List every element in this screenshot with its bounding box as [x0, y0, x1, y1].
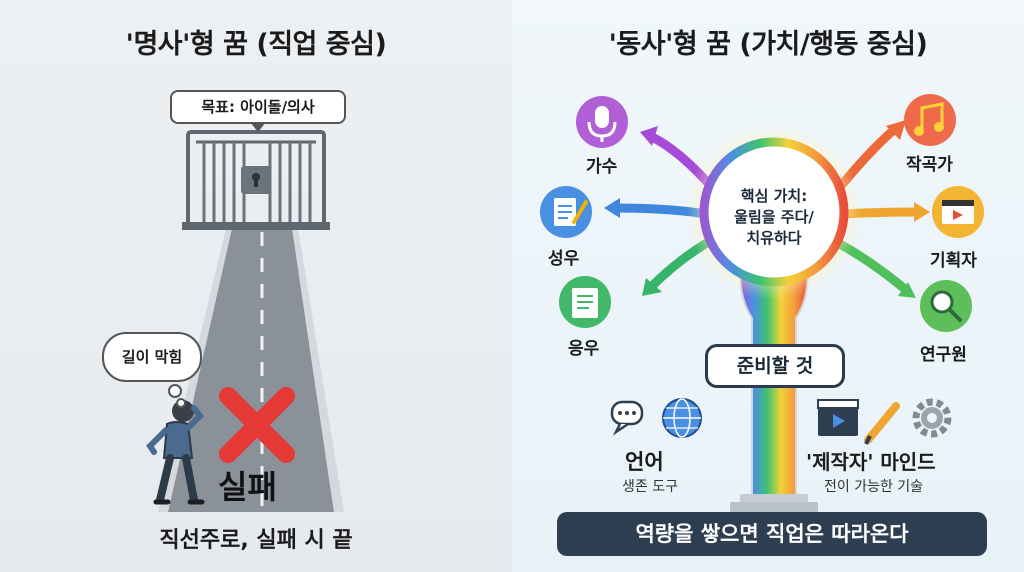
- goal-bubble: 목표: 아이돌/의사: [170, 90, 346, 132]
- career-label-applied: 응우: [568, 339, 600, 359]
- core-line: 핵심 가치:: [740, 187, 808, 205]
- left-illustration: [146, 130, 344, 512]
- thought-dot: [168, 384, 182, 398]
- language-title: 언어: [625, 450, 664, 474]
- arrowheads: [604, 120, 930, 298]
- core-line: 치유하다: [746, 229, 802, 247]
- chat-bubble-icon: [610, 400, 644, 436]
- left-panel-noun-dream: '명사'형 꿈 (직업 중심) 목표: 아이: [0, 0, 512, 572]
- clapperboard-icon: [817, 399, 859, 436]
- thought-cloud: 길이 막힘: [102, 332, 202, 382]
- locked-gate: [182, 130, 330, 230]
- script-pen-icon: [540, 186, 592, 238]
- left-caption: 직선주로, 실패 시 끝: [159, 528, 353, 553]
- road: [168, 228, 334, 512]
- language-subtitle: 생존 도구: [622, 479, 678, 495]
- thought-dot: [176, 398, 186, 408]
- rainbow-pole: [730, 271, 818, 512]
- core-value-text: 핵심 가치: 울림을 주다/ 치유하다: [709, 186, 839, 249]
- magnifier-icon: [920, 280, 972, 332]
- fail-label: 실패: [218, 468, 277, 506]
- microphone-icon: [576, 96, 628, 148]
- career-label-planner: 기획자: [930, 251, 977, 271]
- globe-icon: [662, 398, 702, 438]
- mindset-title: '제작자' 마인드: [806, 450, 936, 474]
- core-line: 울림을 주다/: [734, 208, 814, 226]
- career-label-composer: 작곡가: [906, 155, 953, 175]
- bottom-banner: 역량을 쌓으면 직업은 따라온다: [557, 512, 987, 556]
- red-x-icon: [219, 387, 295, 463]
- left-title: '명사'형 꿈 (직업 중심): [125, 29, 387, 60]
- music-note-icon: [904, 94, 956, 146]
- career-label-singer: 가수: [586, 157, 618, 177]
- document-icon: [559, 276, 611, 328]
- prepare-box: 준비할 것: [705, 344, 845, 388]
- right-title: '동사'형 꿈 (가치/행동 중심): [608, 29, 928, 60]
- career-label-researcher: 연구원: [920, 345, 967, 365]
- career-label-voice-actor: 성우: [548, 249, 580, 269]
- pencil-icon: [864, 402, 900, 445]
- frustrated-person-icon: [146, 400, 205, 505]
- core-value-circle: [699, 137, 849, 287]
- mindset-subtitle: 전이 가능한 기술: [824, 479, 924, 495]
- film-clapper-icon: [932, 186, 984, 238]
- gear-icon: [912, 398, 952, 438]
